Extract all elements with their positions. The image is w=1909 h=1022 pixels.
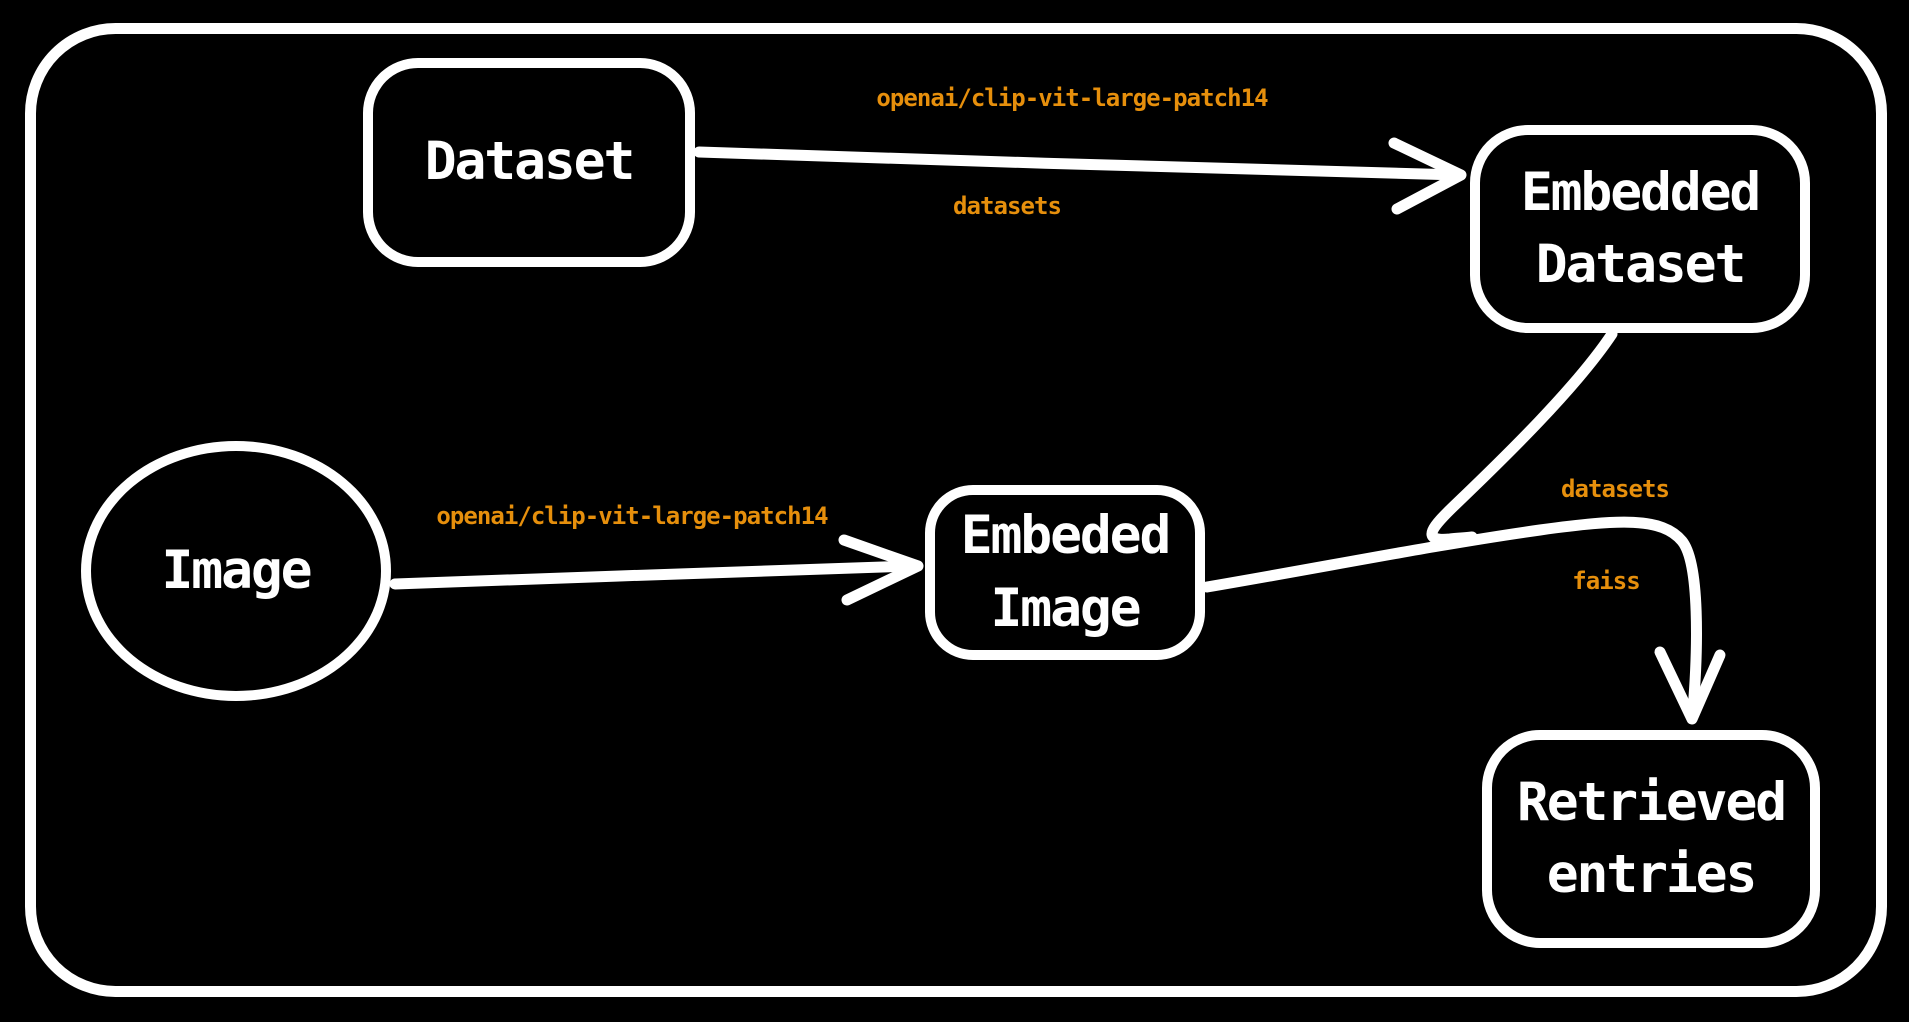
edge-label-datasets-right: datasets	[1561, 475, 1670, 503]
node-image: Image	[81, 441, 391, 701]
arrowhead-embeded-image	[838, 534, 924, 606]
edge-label-datasets-top: datasets	[953, 192, 1062, 220]
arrowhead-retrieved-entries	[1654, 646, 1726, 725]
edge-merge-to-retrieved-entries	[1201, 516, 1702, 716]
edge-embedded-dataset-to-merge	[1426, 328, 1618, 545]
edge-label-clip-model-mid: openai/clip-vit-large-patch14	[436, 502, 828, 530]
edge-dataset-to-embedded-dataset	[693, 146, 1465, 181]
edge-label-faiss: faiss	[1572, 567, 1640, 595]
edge-label-clip-model-top: openai/clip-vit-large-patch14	[876, 84, 1268, 112]
arrowhead-embedded-dataset	[1388, 137, 1467, 215]
node-retrieved-entries: Retrieved entries	[1482, 730, 1820, 948]
node-embedded-dataset: Embedded Dataset	[1470, 125, 1810, 333]
node-embeded-image: Embeded Image	[925, 485, 1205, 660]
edge-image-to-embeded-image	[389, 560, 918, 590]
node-dataset: Dataset	[363, 58, 695, 267]
outer-frame	[25, 23, 1887, 997]
